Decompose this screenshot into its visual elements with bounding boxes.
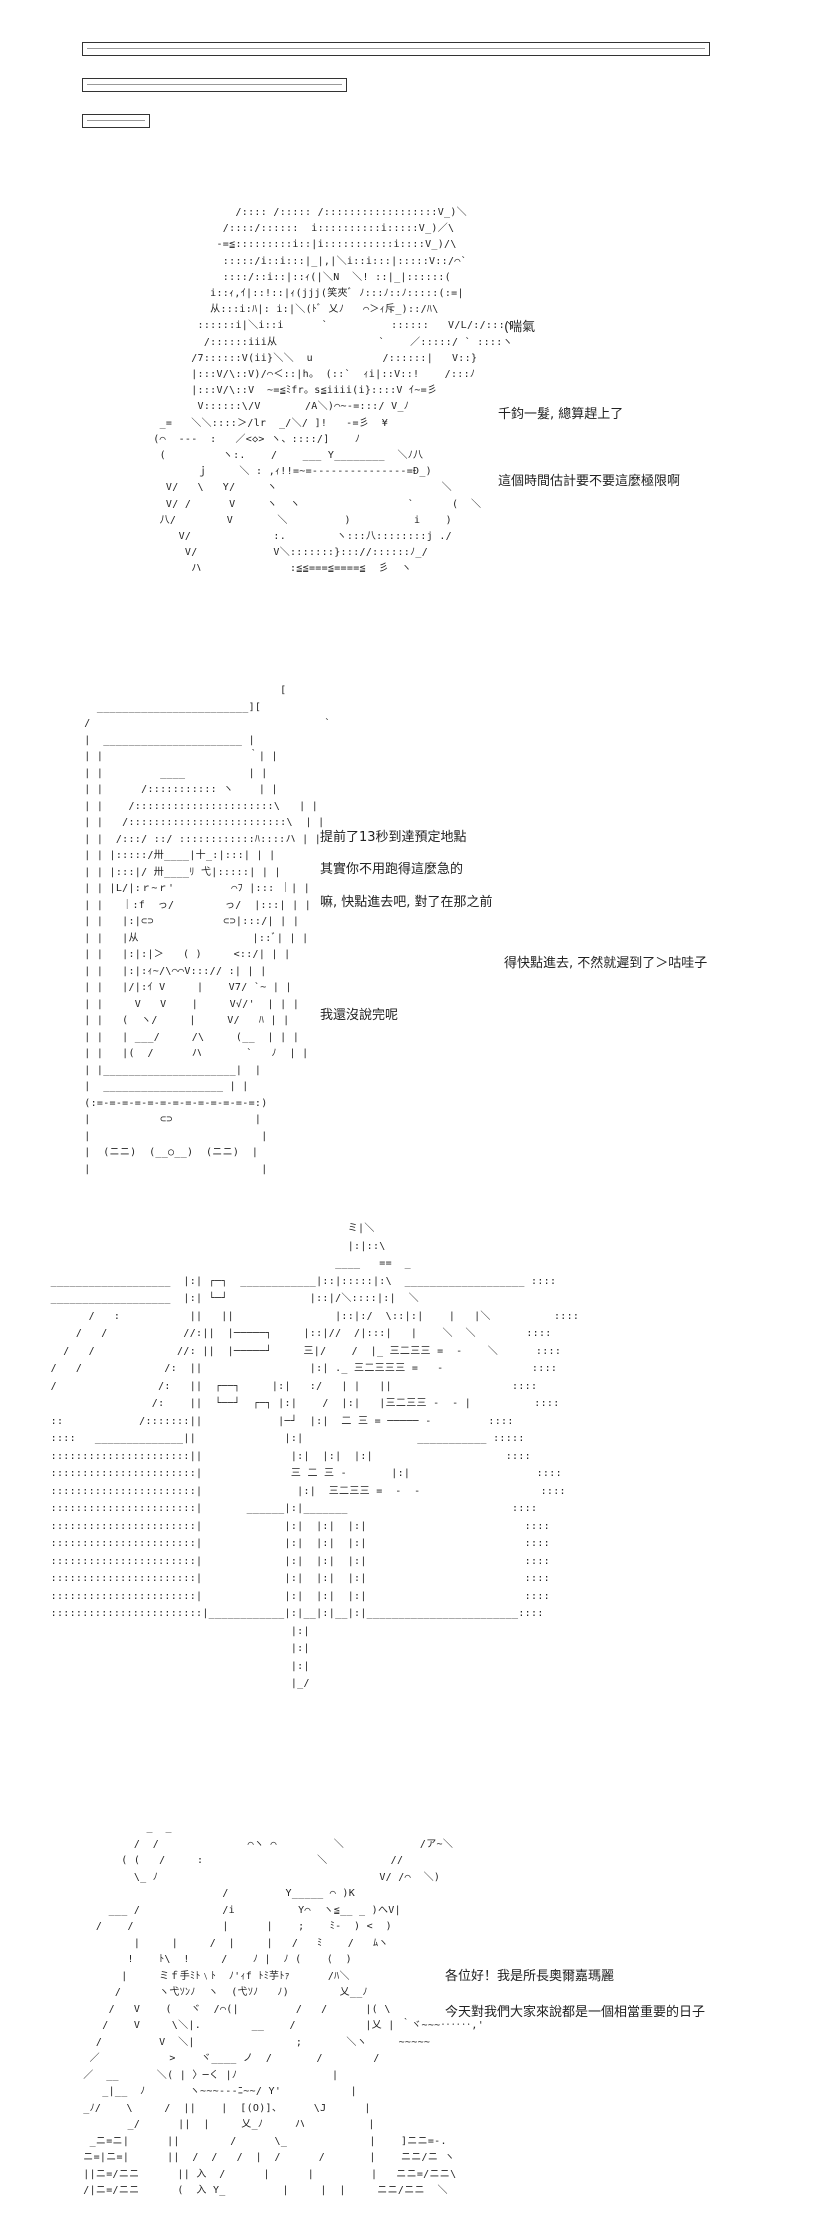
scene-4-ascii-art: _ _ / / ⌒ヽ ⌒ ＼ /ア~＼ ( ( / : ＼ // \_ ﾉ V/…: [83, 1822, 485, 2196]
scene-2-line-1: 提前了13秒到達預定地點: [320, 830, 467, 845]
scene-2-line-4: 得快點進去, 不然就遲到了＞咕哇子: [504, 956, 708, 971]
scene-2-line-2: 其實你不用跑得這麼急的: [320, 862, 464, 877]
scene-1-line-2: 千鈞一髮, 總算趕上了: [498, 407, 624, 422]
scene-2-line-3: 嘛, 快點進去吧, 對了在那之前: [320, 895, 493, 910]
scene-2-line-5: 我還沒說完呢: [320, 1008, 399, 1023]
scene-1-ascii-art: /:::: /::::: /::::::::::::::::::V_)＼ /::…: [153, 207, 516, 575]
scene-1-line-3: 這個時間估計要不要這麼極限啊: [498, 474, 681, 489]
scene-2-ascii-art: [ ________________________][ / ` | _____…: [84, 685, 331, 1175]
scene-4-line-1: 各位好！我是所長奧爾嘉瑪麗: [445, 1969, 615, 1984]
scene-4-line-2: 今天對我們大家來說都是一個相當重要的日子: [445, 2005, 706, 2020]
scene-3-ascii-art: ミ|＼ |:|::\ ____ == _ ___________________…: [50, 1223, 580, 1689]
header-bar-medium: [82, 78, 347, 92]
header-bar-short: [82, 114, 150, 128]
header-bar-long: [82, 42, 710, 56]
scene-1-line-1: (喘氣: [504, 320, 536, 335]
